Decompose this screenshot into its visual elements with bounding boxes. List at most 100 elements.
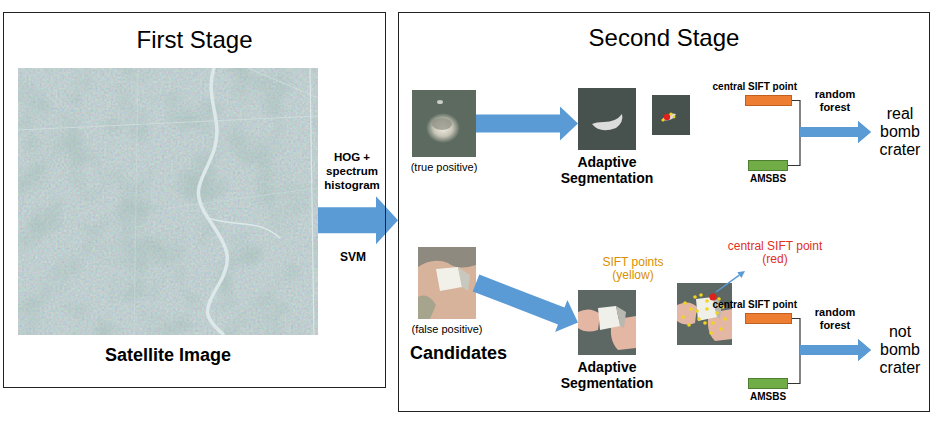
image-caption: Satellite Image	[58, 345, 278, 367]
illustration-part	[18, 68, 318, 335]
satellite-image	[18, 68, 318, 335]
illustration-part	[432, 118, 452, 130]
connector	[788, 121, 871, 166]
illustration-part	[418, 296, 436, 319]
illustration-part	[664, 114, 670, 120]
connector	[476, 107, 578, 141]
feature-label: central SIFT point	[687, 81, 797, 93]
result-text: real bomb crater	[874, 105, 926, 159]
connector	[318, 196, 398, 244]
illustration-part	[168, 188, 318, 208]
image-caption: (true positive)	[394, 161, 494, 174]
image-caption: Adaptive Segmentation	[552, 359, 662, 391]
stage-panel: First StageSatellite Image	[3, 12, 386, 388]
illustration-part	[436, 267, 462, 291]
panel-title: First Stage	[4, 26, 385, 55]
image-node: Adaptive Segmentation	[578, 88, 636, 150]
feature-bar: central SIFT point	[745, 95, 792, 106]
result-text: not bomb crater	[874, 323, 926, 377]
block-arrow	[800, 121, 871, 143]
illustration-part	[703, 321, 707, 325]
illustration-part	[723, 317, 727, 321]
illustration-part	[715, 311, 719, 315]
feature-label: central SIFT point	[687, 299, 797, 311]
edge-label-anchor: random forest	[808, 88, 862, 114]
callout-label: central SIFT point (red)	[722, 240, 828, 266]
block-arrow	[318, 196, 398, 244]
illustration-part	[677, 302, 697, 324]
illustration-part	[418, 247, 476, 319]
illustration-part	[418, 247, 476, 268]
illustration-part	[18, 68, 318, 335]
method-label: SVM	[322, 250, 384, 264]
candidate-image	[418, 247, 476, 319]
segmentation-image	[578, 290, 636, 355]
block-arrow	[800, 339, 871, 361]
illustration-part	[248, 68, 318, 98]
bracket-line	[788, 350, 800, 384]
result-node: not bomb crater	[874, 323, 926, 377]
bracket-line	[792, 101, 800, 133]
illustration-part	[458, 267, 470, 291]
edge-label-anchor: HOG + spectrum histogram	[321, 150, 383, 192]
illustration-part	[652, 95, 690, 135]
illustration-part	[669, 112, 672, 115]
feature-label: AMSBS	[738, 173, 798, 185]
feature-bar: AMSBS	[748, 160, 788, 171]
illustration-part	[695, 309, 699, 313]
illustration-part	[18, 116, 318, 130]
block-arrow	[473, 275, 578, 332]
illustration-part	[687, 323, 691, 327]
illustration-part	[699, 293, 703, 297]
illustration-part	[616, 306, 626, 328]
illustration-part	[208, 218, 280, 238]
illustration-part	[412, 90, 476, 157]
result-node: real bomb crater	[874, 105, 926, 159]
illustration-part	[310, 68, 314, 335]
illustration-part	[134, 68, 138, 335]
edge-label: HOG + spectrum histogram	[321, 150, 383, 192]
illustration-part	[681, 315, 685, 319]
illustration-part	[705, 307, 709, 311]
illustration-part	[697, 317, 701, 321]
feature-bar: AMSBS	[748, 378, 788, 389]
feature-bar: central SIFT point	[745, 313, 792, 324]
illustration-part	[198, 68, 227, 335]
image-node: Satellite Image	[18, 68, 318, 335]
illustration-part	[426, 113, 460, 143]
edge-label: random forest	[808, 306, 862, 332]
edge-label-anchor: random forest	[808, 306, 862, 332]
sift-image	[677, 283, 732, 345]
illustration-part	[719, 327, 723, 331]
edge-label: random forest	[808, 88, 862, 114]
label-anchor: SVM	[322, 250, 384, 264]
illustration-part	[578, 309, 600, 331]
illustration-part	[683, 301, 687, 305]
illustration-part	[18, 68, 318, 335]
section-label: Candidates	[410, 343, 530, 365]
illustration-part	[705, 299, 709, 303]
bracket-line	[788, 132, 800, 166]
connector	[473, 275, 578, 332]
illustration-part	[709, 331, 713, 335]
illustration-part	[711, 321, 715, 325]
block-arrow	[800, 121, 871, 143]
connector	[788, 339, 871, 384]
label-anchor: SIFT points (yellow)	[596, 256, 670, 282]
illustration-part	[437, 100, 443, 104]
illustration-part	[737, 271, 745, 278]
illustration-part	[689, 307, 693, 311]
bracket-line	[792, 319, 800, 351]
image-node: (false positive)	[418, 247, 476, 319]
illustration-part	[673, 116, 676, 119]
label-anchor: Candidates	[410, 343, 530, 365]
feature-label: AMSBS	[738, 391, 798, 403]
sift-image	[652, 95, 690, 135]
label-anchor: central SIFT point (red)	[722, 240, 828, 266]
illustration-part	[578, 290, 636, 355]
illustration-part	[677, 283, 732, 345]
illustration-part	[598, 306, 620, 330]
image-node: (true positive)	[412, 90, 476, 157]
illustration-part	[592, 114, 622, 130]
